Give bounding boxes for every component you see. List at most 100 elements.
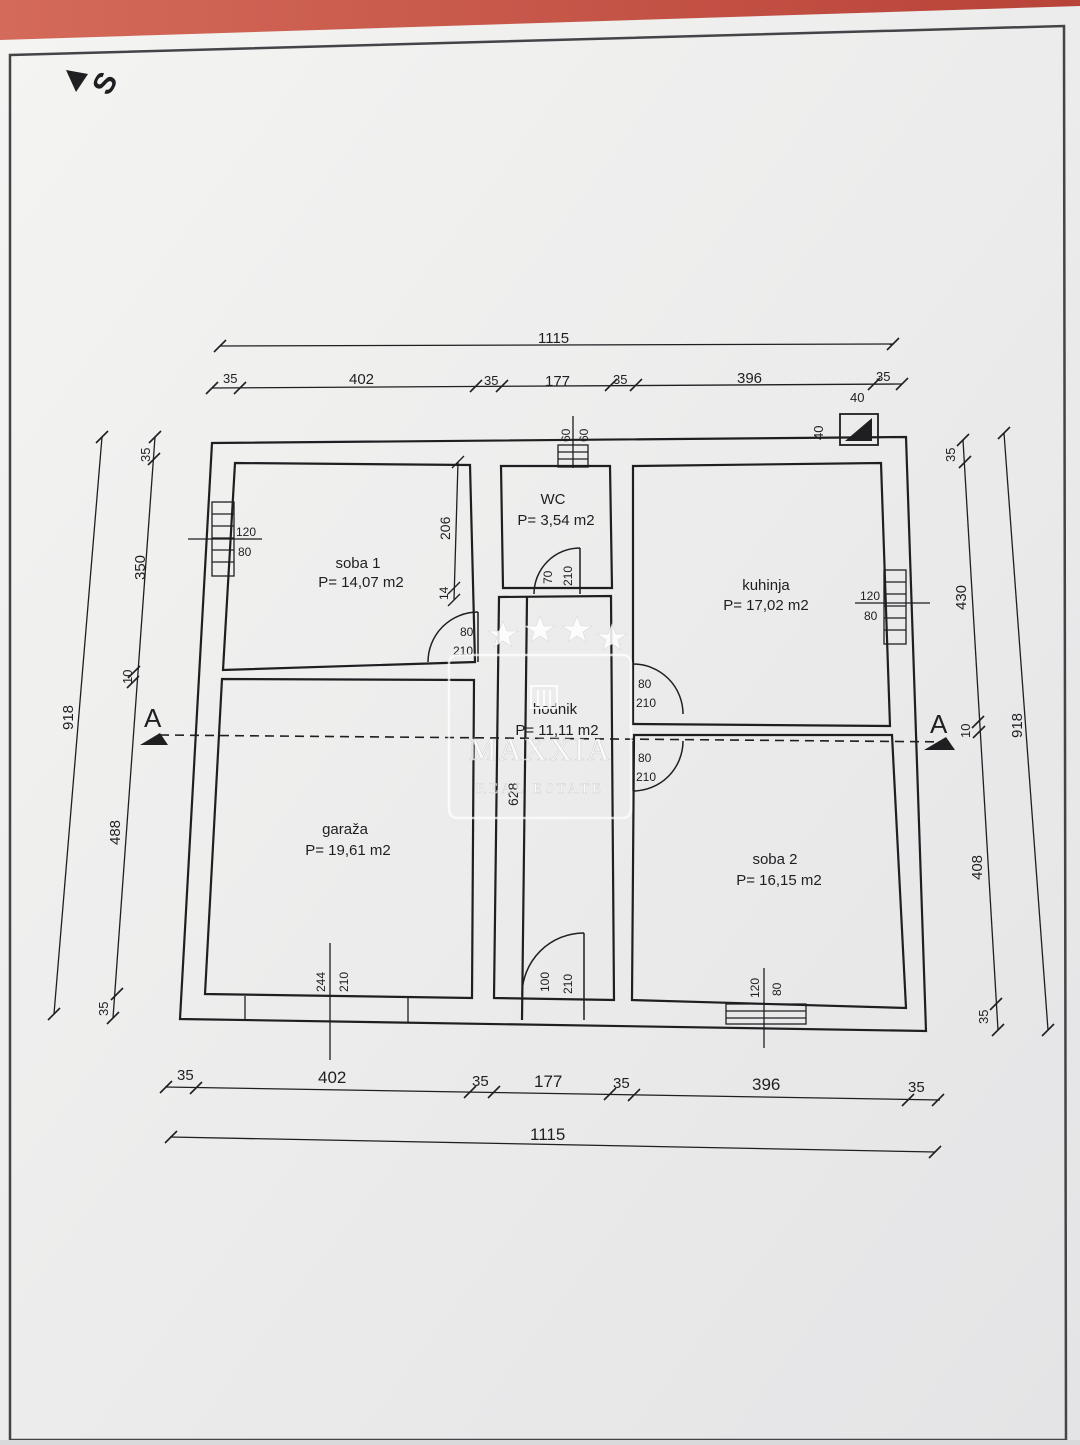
door-wc-w: 70 (541, 570, 555, 584)
room-name-garaza: garaža (322, 821, 369, 838)
wc-vent-w: 60 (559, 428, 573, 442)
door-kuhinja-w: 80 (638, 677, 652, 691)
dim-left-35-bottom: 35 (96, 1002, 111, 1016)
dim-right-408: 408 (969, 855, 986, 880)
window-soba2-h: 80 (770, 982, 784, 996)
dim-line-top-segments (211, 383, 903, 389)
window-soba1-h: 80 (238, 545, 252, 559)
dim-bottom-402: 402 (318, 1068, 346, 1087)
outer-wall (178, 435, 928, 1033)
dim-bottom-35-d: 35 (908, 1079, 925, 1096)
dim-top-35-b: 35 (484, 373, 498, 388)
dim-bottom-35-a: 35 (177, 1067, 194, 1084)
door-entrance-swing (521, 932, 585, 1020)
window-soba1-symbol (188, 501, 262, 577)
garage-door-symbol (244, 943, 409, 1060)
door-kuhinja-swing (632, 663, 684, 715)
dim-line-top-total (219, 343, 894, 347)
window-soba1-w: 120 (236, 525, 256, 539)
dim-line-right-segments (962, 439, 999, 1031)
room-area-kuhinja: P= 17,02 m2 (723, 597, 808, 614)
door-garage-w: 244 (314, 972, 328, 992)
dim-right-35-bottom: 35 (976, 1010, 991, 1024)
dim-chimney-height: 40 (811, 426, 826, 440)
dim-top-35-a: 35 (223, 371, 237, 386)
door-kuhinja-h: 210 (636, 696, 656, 710)
dim-left-35-top: 35 (138, 448, 153, 462)
section-label-left: A (144, 703, 162, 733)
dim-line-bottom-segments (164, 1086, 941, 1101)
dim-line-left-segments (112, 436, 156, 1019)
section-arrow-right-icon (924, 737, 955, 750)
room-area-hodnik: P= 11,11 m2 (515, 722, 598, 739)
rating-stars-icon (487, 615, 628, 651)
watermark-subtitle: REAL ESTATE (476, 781, 604, 797)
dim-bottom-total: 1115 (530, 1125, 565, 1144)
dim-soba1-14: 14 (437, 586, 451, 600)
vent-wc-symbol (557, 416, 589, 468)
window-soba2-symbol (725, 968, 807, 1048)
dim-left-488: 488 (107, 820, 124, 845)
dim-bottom-35-b: 35 (472, 1073, 489, 1090)
door-entrance-w: 100 (538, 972, 552, 992)
section-arrow-left-icon (140, 733, 168, 745)
section-line-a-a: A A (140, 703, 956, 750)
dim-bottom-35-c: 35 (613, 1075, 630, 1092)
dim-chimney-width: 40 (850, 390, 864, 405)
room-outline-soba-1 (221, 461, 477, 672)
room-name-wc: WC (541, 491, 566, 508)
dim-right-10: 10 (958, 724, 973, 738)
dim-line-left-total (53, 436, 103, 1015)
dim-top-35-c: 35 (613, 372, 627, 387)
dim-right-35-top: 35 (943, 448, 958, 462)
door-soba1-w: 80 (460, 625, 474, 639)
window-soba2-w: 120 (748, 978, 762, 998)
room-area-wc: P= 3,54 m2 (517, 512, 594, 529)
dim-left-350: 350 (132, 555, 149, 580)
dim-right-430: 430 (953, 585, 970, 610)
dim-top-total: 1115 (538, 330, 569, 347)
watermark-brand: MAXXIA (468, 731, 612, 767)
room-name-soba-1: soba 1 (335, 555, 380, 572)
room-area-soba-1: P= 14,07 m2 (318, 574, 403, 591)
dim-left-total: 918 (60, 705, 77, 730)
room-outline-kuhinja (631, 461, 892, 728)
door-soba2-w: 80 (638, 751, 652, 765)
room-outline-hodnik (492, 594, 616, 1002)
chimney-icon (839, 413, 879, 446)
dim-right-total: 918 (1009, 713, 1026, 738)
dim-line-right-total (1003, 432, 1049, 1031)
dim-bottom-396: 396 (752, 1075, 780, 1094)
window-kuhinja-symbol (855, 569, 930, 645)
dim-top-396: 396 (737, 370, 762, 387)
dim-left-10: 10 (120, 670, 135, 684)
dim-soba1-206: 206 (437, 516, 453, 540)
dim-top-35-d: 35 (876, 369, 890, 384)
room-outline-soba-2 (630, 733, 908, 1010)
door-soba2-h: 210 (636, 770, 656, 784)
door-wc-swing (533, 547, 581, 595)
door-garage-h: 210 (337, 972, 351, 992)
dim-bottom-177: 177 (534, 1072, 562, 1091)
paper-sheet (0, 6, 1080, 1440)
dimension-ticks (47, 337, 1055, 1159)
room-outline-wc (499, 464, 614, 590)
building-logo-icon (530, 685, 558, 709)
window-kuhinja-w: 120 (860, 589, 880, 603)
dim-hall-628: 628 (505, 782, 521, 806)
dim-top-402: 402 (349, 371, 374, 388)
room-area-soba-2: P= 16,15 m2 (736, 872, 821, 889)
room-area-garaza: P= 19,61 m2 (305, 842, 390, 859)
room-outline-garaza (203, 677, 476, 1000)
section-label-right: A (930, 709, 948, 739)
dim-top-177: 177 (545, 373, 570, 390)
dim-line-bottom-total (169, 1136, 936, 1153)
room-name-hodnik: hodnik (533, 701, 578, 718)
door-soba2-swing (632, 740, 684, 792)
door-soba1-swing (427, 611, 479, 663)
room-name-soba-2: soba 2 (752, 851, 797, 868)
door-wc-h: 210 (561, 566, 575, 586)
wc-vent-h: 60 (577, 428, 591, 442)
